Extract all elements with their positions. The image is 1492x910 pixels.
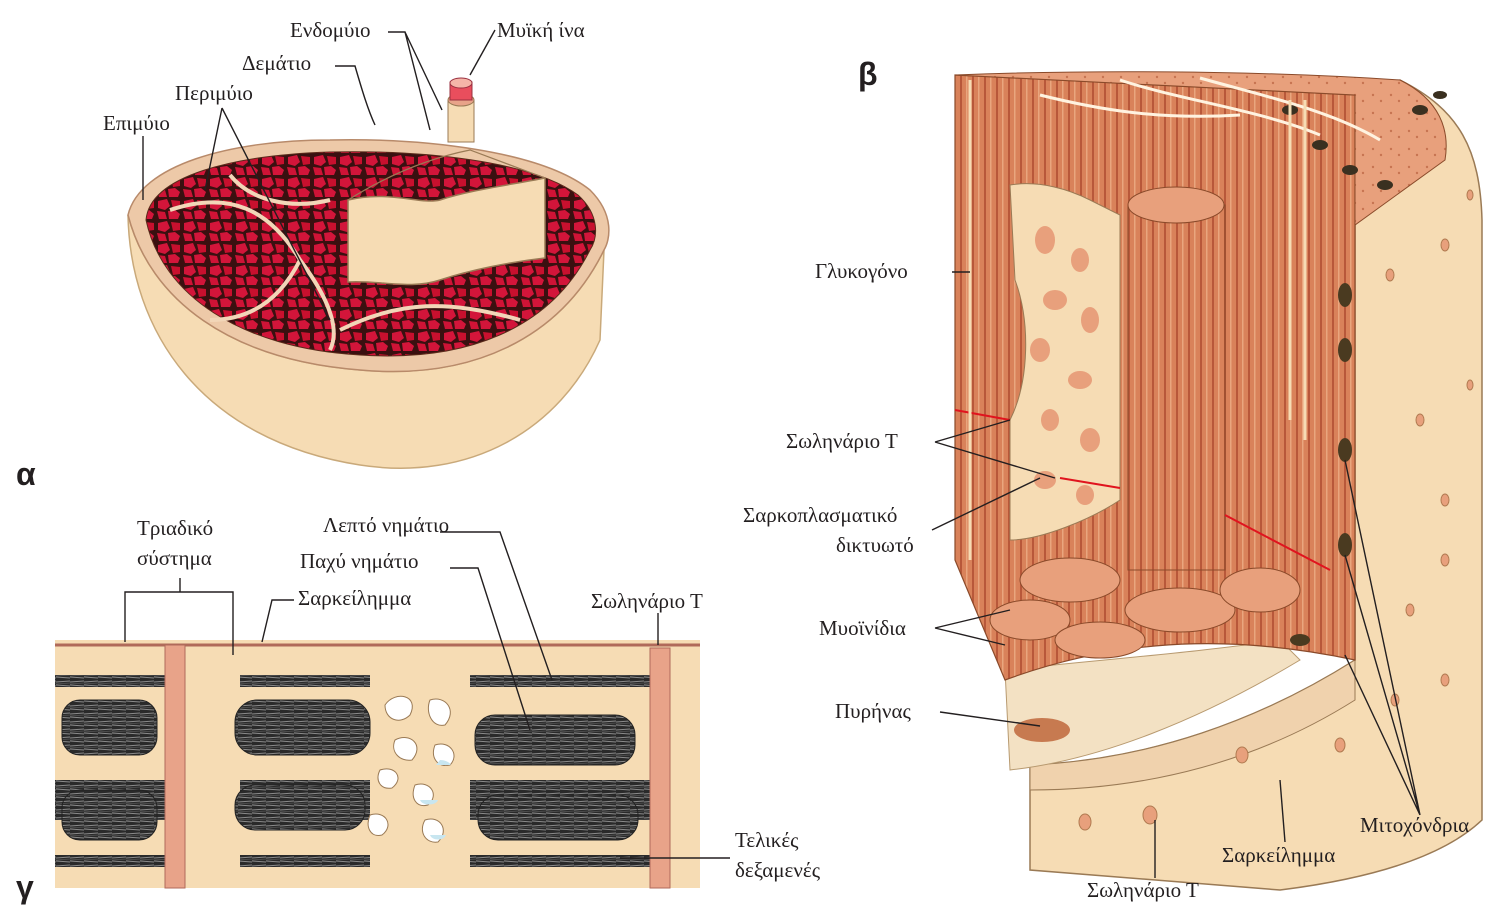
label-endomysium: Ενδομύιο xyxy=(290,18,371,42)
label-muscle-fiber: Μυϊκή ίνα xyxy=(497,18,585,42)
label-cisternae-line1: Τελικές xyxy=(735,828,799,852)
label-triad-line1: Τριαδικό xyxy=(137,516,213,540)
label-sarcolemma-c: Σαρκείλημμα xyxy=(298,586,411,610)
panel-a-muscle-cross-section xyxy=(128,78,609,468)
panel-a-letter: α xyxy=(16,456,36,492)
label-thick-filament: Παχύ νημάτιο xyxy=(300,549,418,573)
label-myofibrils: Μυοϊνίδια xyxy=(819,616,906,640)
sarcoplasmic-reticulum xyxy=(1010,184,1120,540)
label-t-tubule: Σωληνάριο Τ xyxy=(786,429,898,453)
label-glycogen: Γλυκογόνο xyxy=(815,259,908,283)
label-epimysium: Επιμύιο xyxy=(103,111,170,135)
label-perimysium: Περιμύιο xyxy=(175,81,253,105)
panel-c-letter: γ xyxy=(16,869,34,905)
label-thin-filament: Λεπτό νημάτιο xyxy=(323,513,449,537)
label-nucleus: Πυρήνας xyxy=(835,699,912,723)
panel-b-letter: β xyxy=(858,56,878,92)
t-tubule-left xyxy=(165,645,185,888)
label-sr-line1: Σαρκοπλασματικό xyxy=(743,503,897,527)
label-fascicle: Δεμάτιο xyxy=(242,51,311,75)
label-mitochondria: Μιτοχόνδρια xyxy=(1360,813,1469,837)
label-sarcolemma-b: Σαρκείλημμα xyxy=(1222,843,1335,867)
t-tubule-right xyxy=(650,648,670,888)
panel-c-triad-longitudinal xyxy=(55,640,700,888)
label-t-tubule-c: Σωληνάριο Τ xyxy=(591,589,703,613)
label-triad-line2: σύστημα xyxy=(137,546,212,570)
label-cisternae-line2: δεξαμενές xyxy=(735,858,821,882)
label-sr-line2: δικτυωτό xyxy=(836,533,914,557)
label-t-tubule-bottom: Σωληνάριο Τ xyxy=(1087,878,1199,902)
